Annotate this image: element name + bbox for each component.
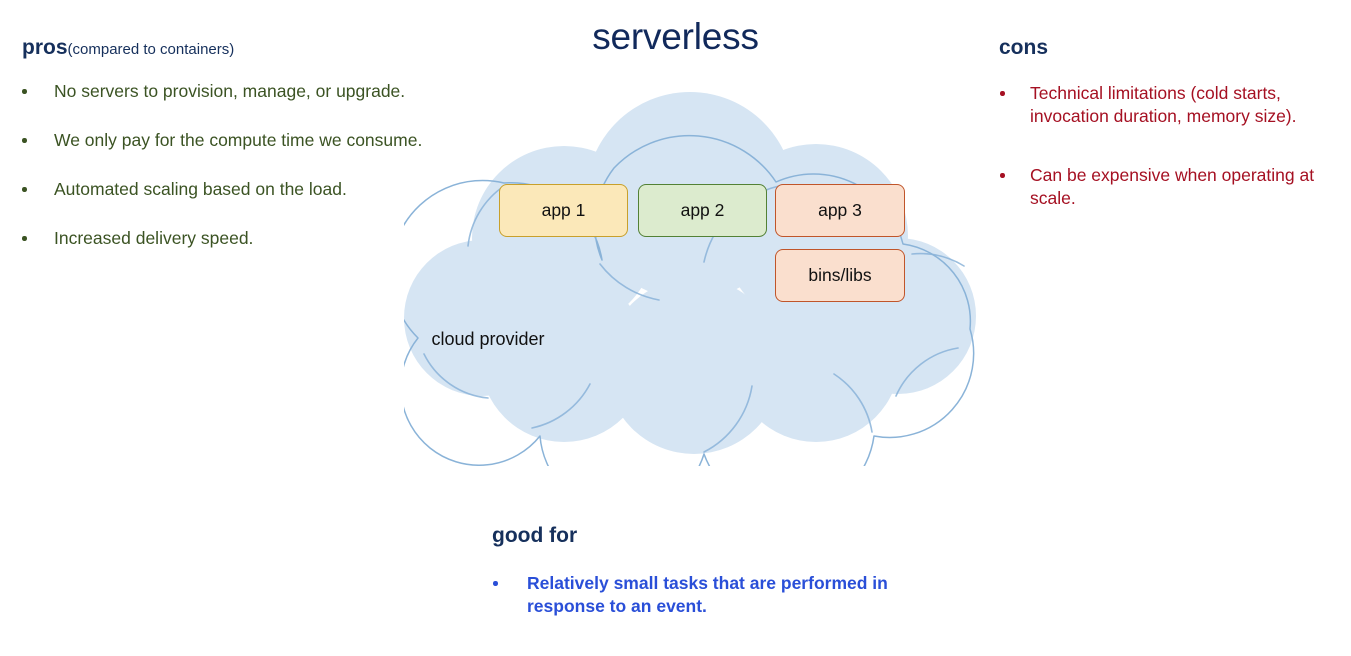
good-for-item-text: Relatively small tasks that are performe… — [527, 573, 888, 617]
pros-item-text: We only pay for the compute time we cons… — [54, 130, 423, 151]
bullet-dot-icon — [22, 89, 27, 94]
bullet-dot-icon — [1000, 173, 1005, 178]
bins-libs-label: bins/libs — [808, 265, 872, 285]
pros-item-text: Automated scaling based on the load. — [54, 179, 347, 200]
pros-heading-text: pros — [22, 36, 68, 59]
cloud-provider-label: cloud provider — [431, 329, 545, 349]
good-for-heading-text: good for — [492, 524, 578, 547]
cons-heading-text: cons — [999, 36, 1049, 59]
good-for-list: Relatively small tasks that are performe… — [487, 572, 907, 618]
app-3-box[interactable]: app 3 — [775, 184, 905, 237]
list-item: Technical limitations (cold starts, invo… — [994, 82, 1344, 128]
bullet-dot-icon — [22, 187, 27, 192]
app-1-box[interactable]: app 1 — [499, 184, 628, 237]
cons-list: Technical limitations (cold starts, invo… — [994, 82, 1344, 246]
list-item: Automated scaling based on the load. — [16, 178, 486, 201]
list-item: Can be expensive when operating at scale… — [994, 164, 1344, 210]
app-1-label: app 1 — [541, 200, 586, 220]
list-item: No servers to provision, manage, or upgr… — [16, 80, 486, 103]
bullet-dot-icon — [22, 236, 27, 241]
good-for-heading: good for — [492, 524, 577, 547]
bullet-dot-icon — [493, 581, 498, 586]
pros-item-text: Increased delivery speed. — [54, 228, 254, 249]
cons-item-text: Can be expensive when operating at scale… — [1030, 165, 1315, 209]
bins-libs-box[interactable]: bins/libs — [775, 249, 905, 302]
bullet-dot-icon — [1000, 91, 1005, 96]
pros-heading-subtext: (compared to containers) — [67, 41, 235, 58]
pros-list: No servers to provision, manage, or upgr… — [16, 80, 486, 276]
list-item: Relatively small tasks that are performe… — [487, 572, 907, 618]
pros-item-text: No servers to provision, manage, or upgr… — [54, 81, 406, 101]
list-item: We only pay for the compute time we cons… — [16, 129, 486, 152]
app-2-box[interactable]: app 2 — [638, 184, 767, 237]
page-title: serverless — [592, 16, 759, 57]
cons-item-text: Technical limitations (cold starts, invo… — [1030, 83, 1297, 127]
cons-heading: cons — [999, 36, 1048, 59]
app-2-label: app 2 — [680, 200, 725, 220]
list-item: Increased delivery speed. — [16, 227, 486, 250]
pros-heading: pros(compared to containers) — [22, 36, 234, 59]
bullet-dot-icon — [22, 138, 27, 143]
app-3-label: app 3 — [818, 200, 862, 220]
